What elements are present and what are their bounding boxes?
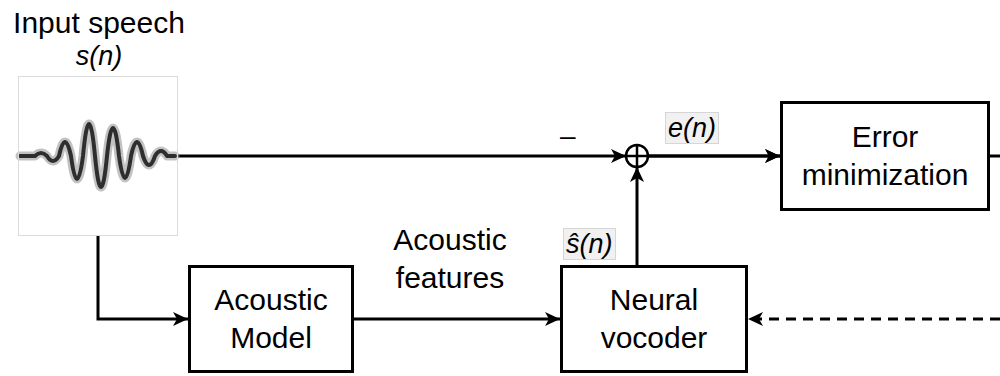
process-box: Acoustic Model <box>188 265 354 373</box>
sign-label: – <box>560 122 576 150</box>
speech-waveform <box>20 124 175 187</box>
signal-name: e(n) <box>665 112 719 144</box>
signal-arrow <box>637 149 780 265</box>
signal-arrow <box>98 236 188 326</box>
speech-signal: Input speechs(n) <box>18 76 178 236</box>
flow-label: Acoustic features <box>375 221 525 297</box>
process-box: Error minimization <box>780 101 990 211</box>
box-label: Acoustic Model <box>201 281 341 357</box>
signal-arrow <box>354 312 560 326</box>
box-label: Error minimization <box>790 118 980 194</box>
signal-title: Input speech <box>0 6 224 40</box>
summing-junction <box>611 145 648 182</box>
box-label: Neural vocoder <box>579 281 729 357</box>
signal-name: s(n) <box>0 40 224 72</box>
process-box: Neural vocoder <box>560 265 748 373</box>
signal-name: ŝ(n) <box>563 228 616 260</box>
